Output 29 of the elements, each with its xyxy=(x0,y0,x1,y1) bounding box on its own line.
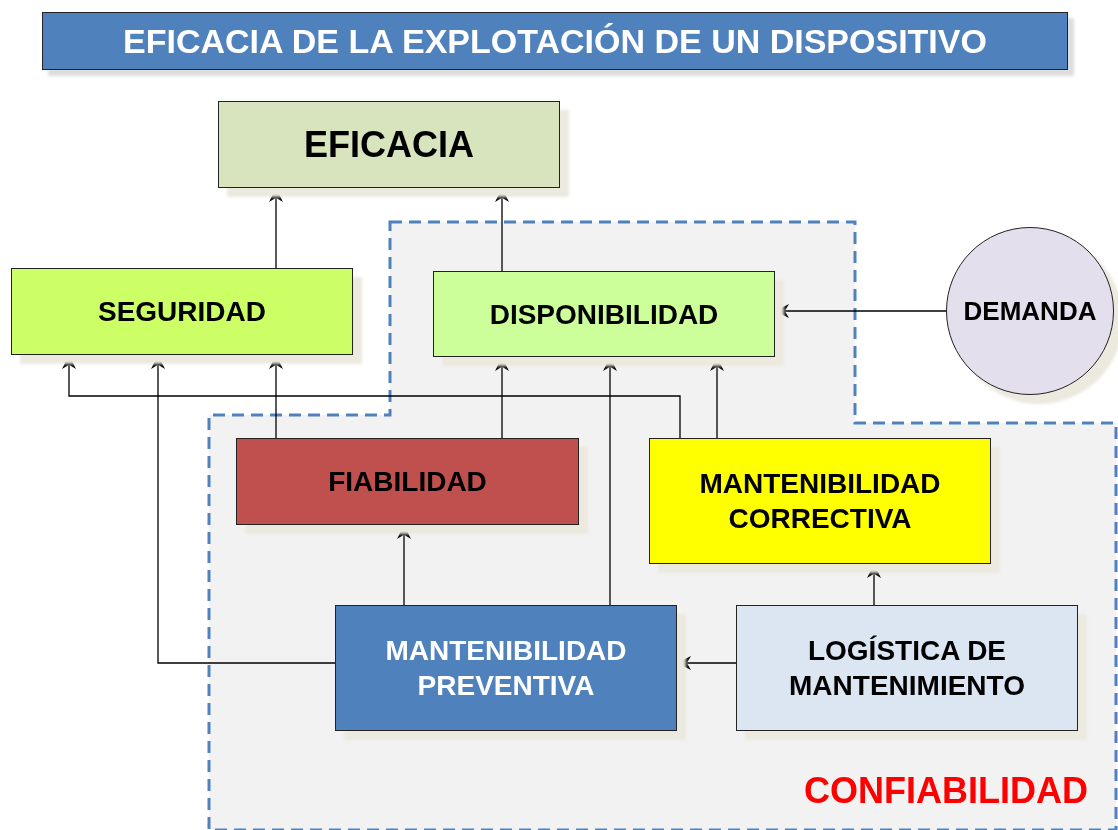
node-label: EFICACIA xyxy=(304,123,474,167)
arrow xyxy=(603,356,617,606)
node-label: MANTENIBILIDAD PREVENTIVA xyxy=(384,634,628,703)
node-label: DISPONIBILIDAD xyxy=(489,297,719,332)
region-label: CONFIABILIDAD xyxy=(804,770,1088,812)
node-label: SEGURIDAD xyxy=(98,295,266,329)
arrow xyxy=(269,187,283,269)
node-label: LOGÍSTICA DE MANTENIMIENTO xyxy=(788,634,1026,703)
concept-box xyxy=(649,438,991,564)
arrow xyxy=(676,656,737,670)
arrow xyxy=(774,304,947,318)
concept-box xyxy=(736,605,1078,731)
title-banner: EFICACIA DE LA EXPLOTACIÓN DE UN DISPOSITIVO xyxy=(42,12,1068,70)
arrow xyxy=(867,563,881,606)
concept-box xyxy=(433,271,775,357)
arrow xyxy=(495,356,509,439)
concept-box xyxy=(218,101,560,188)
arrow xyxy=(62,354,681,439)
arrow xyxy=(269,354,283,439)
arrow xyxy=(151,354,336,664)
node-label: MANTENIBILIDAD CORRECTIVA xyxy=(698,467,942,536)
arrow xyxy=(495,187,509,272)
node-label: FIABILIDAD xyxy=(328,465,487,499)
arrow xyxy=(710,356,724,439)
concept-box xyxy=(335,605,677,731)
arrow xyxy=(397,524,411,606)
node-label: DEMANDA xyxy=(963,294,1097,328)
concept-box xyxy=(236,438,579,525)
concept-box xyxy=(11,268,353,355)
